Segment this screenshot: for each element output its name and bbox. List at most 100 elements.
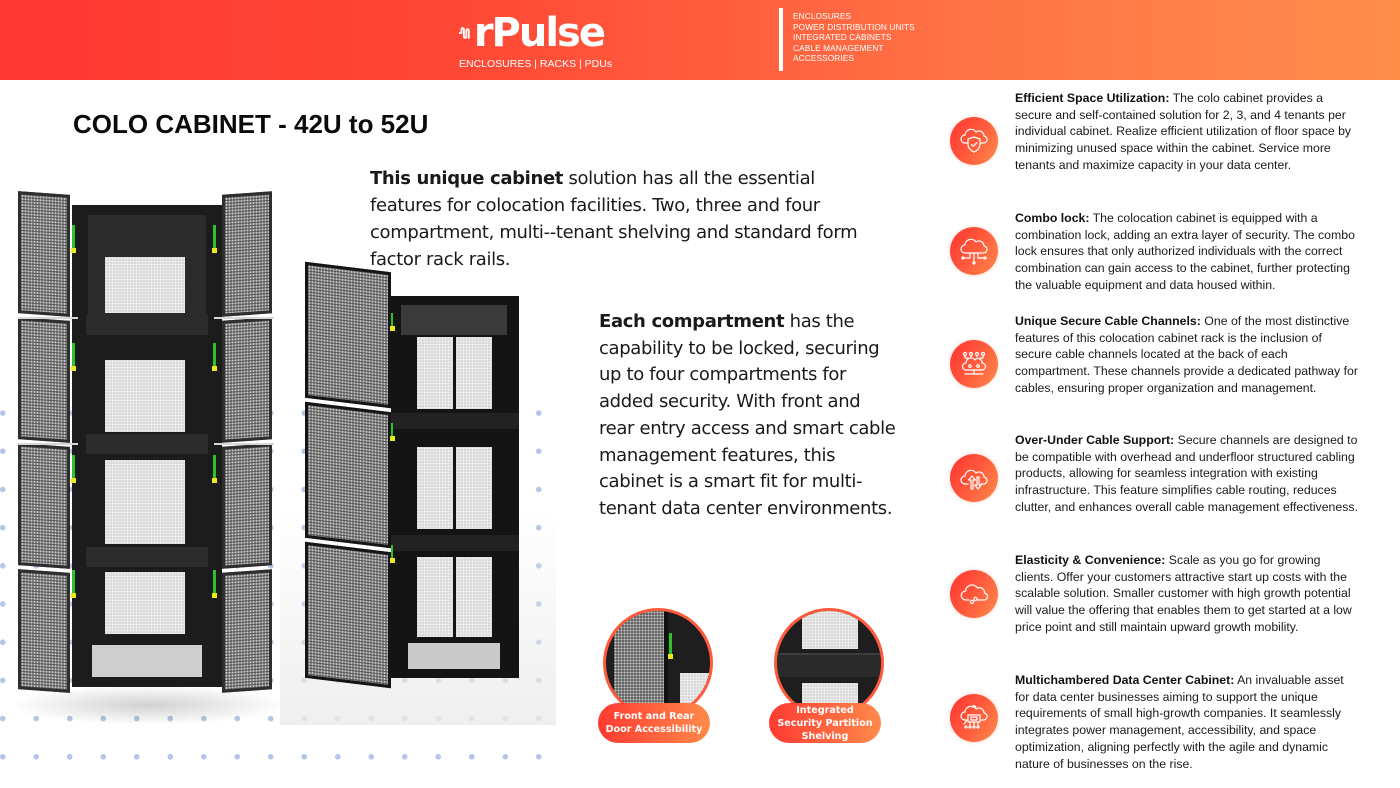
door-rod (214, 317, 274, 319)
cloud-gears-icon (950, 570, 998, 618)
rear-panel-right-2 (456, 447, 492, 529)
feature-body: The colocation cabinet is equipped with … (1015, 211, 1355, 292)
shelf-closeup-image (774, 608, 884, 718)
cabinet-floor (408, 643, 500, 669)
partition-shelf-3 (86, 547, 208, 567)
feature-title: Unique Secure Cable Channels: (1015, 314, 1201, 328)
door-latch (71, 225, 76, 253)
door-rod (18, 317, 78, 319)
rear-panel-2 (105, 360, 185, 432)
feature-body: Secure channels are designed to be compa… (1015, 433, 1358, 514)
cabinet-product-images (8, 185, 556, 725)
door-panel-2 (305, 401, 391, 549)
door-latch (668, 633, 673, 659)
rear-panel-4 (105, 572, 185, 634)
rear-panel-right-3 (456, 557, 492, 637)
feature-description: Combo lock: The colocation cabinet is eq… (1015, 210, 1360, 294)
door-latch (212, 455, 217, 483)
right-door-panel-3 (222, 443, 272, 569)
feature-description: Multichambered Data Center Cabinet: An i… (1015, 672, 1360, 772)
badge-partition-shelving: Integrated Security Partition Shelving (769, 608, 889, 758)
partition-shelf (777, 653, 881, 677)
left-door-panel-1 (18, 191, 70, 317)
badge-label: Front and Rear Door Accessibility (598, 703, 710, 743)
cabinet-frame (391, 296, 519, 678)
door-latch (212, 570, 217, 598)
partition-shelf-2 (86, 434, 208, 454)
door-latch (212, 225, 217, 253)
partition-shelf-1 (391, 413, 519, 429)
cloud-chip-icon (950, 694, 998, 742)
compartment-paragraph: Each compartment has the capability to b… (599, 309, 899, 523)
feature-body: An invaluable asset for data center busi… (1015, 673, 1344, 771)
brand-logo[interactable]: rPulse ENCLOSURES | RACKS | PDUs (459, 10, 612, 70)
left-door-panel-2 (18, 317, 70, 443)
product-nav: ENCLOSURES POWER DISTRIBUTION UNITS INTE… (793, 11, 915, 64)
door-latch (71, 455, 76, 483)
intro-paragraph: This unique cabinet solution has all the… (370, 165, 870, 273)
nav-item-cable-management[interactable]: CABLE MANAGEMENT (793, 42, 884, 53)
door-latch (390, 545, 395, 563)
feature-body: Scale as you go for growing clients. Off… (1015, 553, 1352, 634)
nav-item-accessories[interactable]: ACCESSORIES (793, 53, 855, 63)
intro-bold: This unique cabinet (370, 168, 564, 189)
nav-item-pdus[interactable]: POWER DISTRIBUTION UNITS (793, 21, 915, 32)
door-rod (18, 443, 78, 445)
feature-body: One of the most distinctive features of … (1015, 314, 1358, 395)
logo-text: rPulse (473, 10, 606, 56)
feature-description: Over-Under Cable Support: Secure channel… (1015, 432, 1360, 516)
feature-title: Elasticity & Convenience: (1015, 553, 1166, 567)
feature-title: Over-Under Cable Support: (1015, 433, 1175, 447)
cloud-nodes-icon (950, 340, 998, 388)
header-banner: rPulse ENCLOSURES | RACKS | PDUs ENCLOSU… (0, 0, 1400, 80)
detail-bold: Each compartment (599, 311, 785, 332)
partition-shelf-2 (391, 535, 519, 551)
feature-title: Multichambered Data Center Cabinet: (1015, 673, 1235, 687)
intro-text: solution has all the essential features … (370, 168, 858, 270)
door-panel-1 (305, 261, 391, 409)
door-latch (390, 423, 395, 441)
door-latch (71, 343, 76, 371)
pulse-wave-icon (459, 27, 470, 39)
feature-body: The colo cabinet provides a secure and s… (1015, 91, 1352, 172)
rear-panel-left-2 (417, 447, 453, 529)
feature-title: Efficient Space Utilization: (1015, 91, 1170, 105)
door-latch (71, 570, 76, 598)
rear-panel-3 (105, 460, 185, 544)
feature-description: Elasticity & Convenience: Scale as you g… (1015, 552, 1360, 636)
cloud-network-icon (950, 227, 998, 275)
badge-label: Integrated Security Partition Shelving (769, 703, 881, 743)
right-door-panel-4 (222, 569, 272, 693)
rear-panel-right-1 (456, 337, 492, 409)
left-door-panel-4 (18, 569, 70, 693)
feature-title: Combo lock: (1015, 211, 1090, 225)
cloud-upload-download-icon (950, 454, 998, 502)
door-closeup-image (603, 608, 713, 718)
cabinet-top-interior (401, 305, 507, 335)
rear-panel-top (802, 611, 858, 649)
feature-description: Efficient Space Utilization: The colo ca… (1015, 90, 1360, 174)
door-panel-3 (305, 541, 391, 689)
feature-description: Unique Secure Cable Channels: One of the… (1015, 313, 1360, 397)
left-door-panel-3 (18, 443, 70, 569)
detail-text: has the capability to be locked, securin… (599, 311, 896, 519)
right-door-panel-1 (222, 191, 272, 317)
partition-shelf-1 (86, 315, 208, 335)
cloud-shield-icon (950, 117, 998, 165)
nav-divider (779, 8, 783, 71)
door-perforation (614, 611, 668, 715)
nav-item-integrated-cabinets[interactable]: INTEGRATED CABINETS (793, 32, 892, 42)
door-latch (212, 343, 217, 371)
right-door-panel-2 (222, 317, 272, 443)
nav-item-enclosures[interactable]: ENCLOSURES (793, 11, 852, 21)
door-rod (214, 443, 274, 445)
logo-tagline: ENCLOSURES | RACKS | PDUs (459, 58, 613, 70)
door-latch (390, 313, 395, 331)
rear-panel-1 (105, 257, 185, 313)
cabinet-floor (92, 645, 202, 677)
rear-panel-left-1 (417, 337, 453, 409)
badge-door-accessibility: Front and Rear Door Accessibility (598, 608, 718, 758)
page-title: COLO CABINET - 42U to 52U (73, 109, 429, 139)
rear-panel-left-3 (417, 557, 453, 637)
logo-wordmark: rPulse (459, 10, 606, 56)
